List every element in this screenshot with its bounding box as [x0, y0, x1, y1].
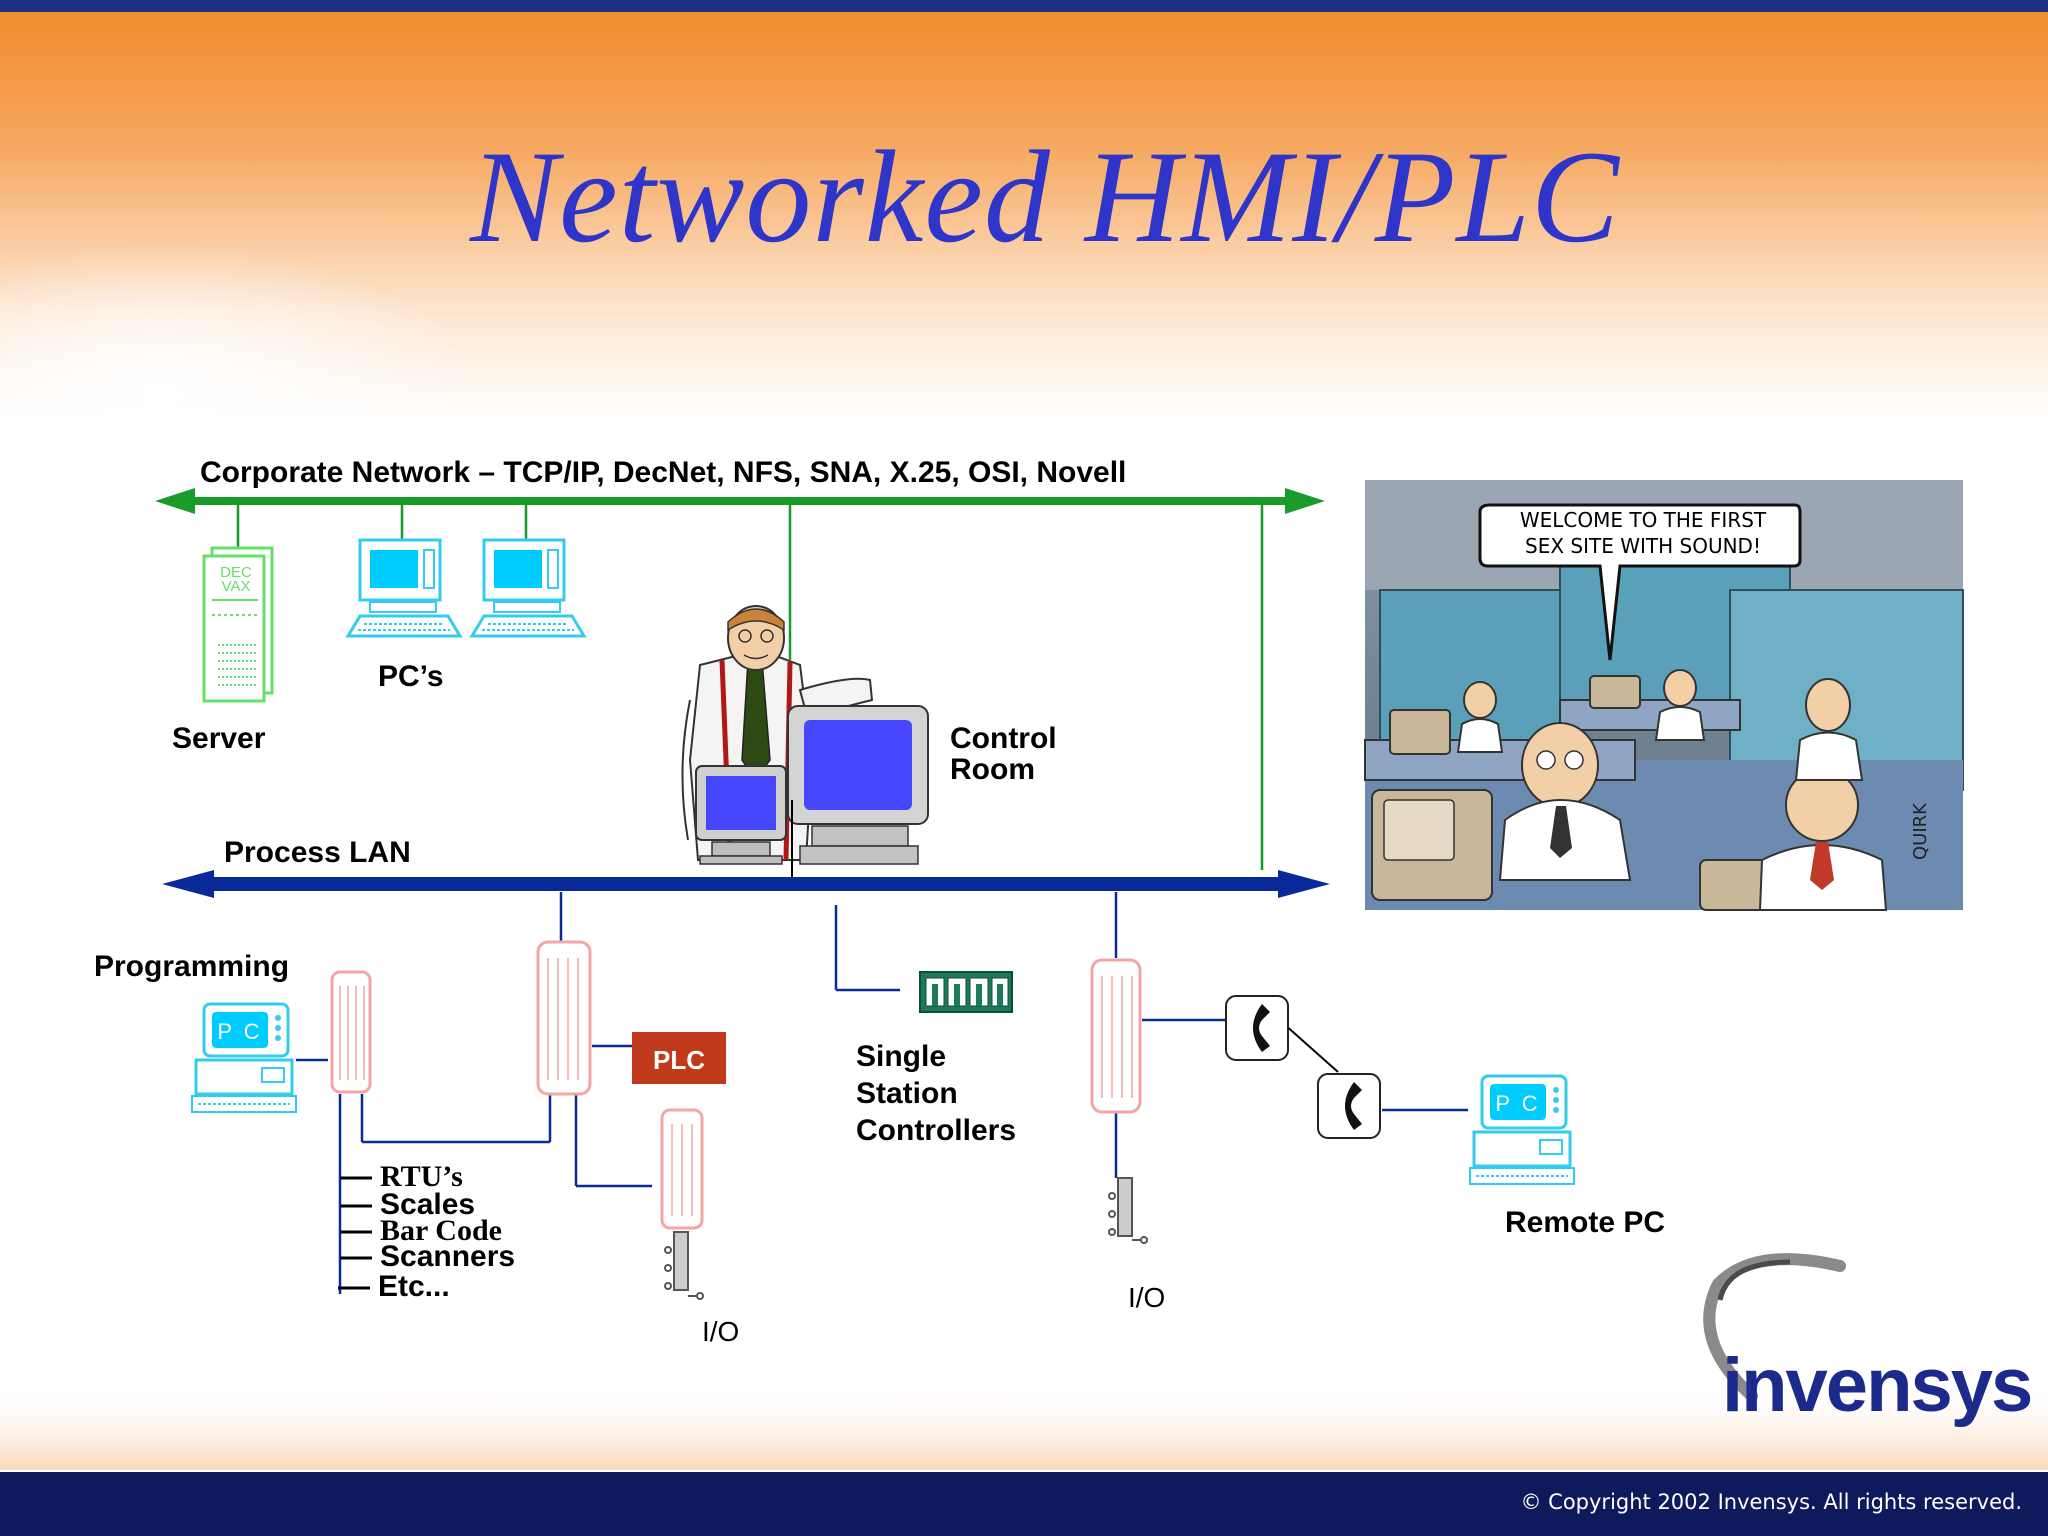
cartoon-speech-line: SEX SITE WITH SOUND!: [1525, 534, 1761, 558]
process-lan-bar: [162, 870, 1330, 898]
corporate-network-label: Corporate Network – TCP/IP, DecNet, NFS,…: [200, 456, 1127, 489]
single-station-label-line: Single: [856, 1040, 947, 1073]
single-station-label-line: Controllers: [856, 1114, 1017, 1147]
plc-label: PLC: [653, 1045, 705, 1075]
invensys-logo: invensys: [1722, 1343, 2033, 1428]
server-label: Server: [172, 722, 266, 755]
footer-bar: [0, 1472, 2048, 1536]
process-lan-label: Process LAN: [224, 836, 411, 869]
remote-pc-icon: [1469, 1074, 1575, 1185]
server-screen-text: DEC VAX: [220, 564, 252, 595]
plc-rack-icon: [1090, 958, 1142, 1114]
copyright-footer: © Copyright 2002 Invensys. All rights re…: [1520, 1490, 2022, 1514]
cartoon-speech-bubble: WELCOME TO THE FIRST SEX SITE WITH SOUND…: [1488, 507, 1798, 559]
remote-pc-screen-text: P C: [1495, 1091, 1541, 1116]
telephone-icon: [1225, 995, 1289, 1061]
pcs-label: PC’s: [378, 660, 444, 693]
programming-pc-icon: [191, 1002, 297, 1113]
programming-label: Programming: [94, 950, 290, 983]
io-label: I/O: [1128, 1282, 1166, 1313]
single-station-controller-icon: [919, 971, 1013, 1013]
cartoon-signature: QUIRK: [1910, 803, 1931, 860]
plc-box: [632, 1032, 726, 1084]
cartoon-speech-line: WELCOME TO THE FIRST: [1519, 508, 1767, 532]
remote-pc-label: Remote PC: [1505, 1206, 1666, 1239]
invensys-logo-icon: [1703, 1253, 1846, 1402]
pc-icon: [469, 538, 587, 638]
device-list-item: Bar Code: [380, 1214, 502, 1247]
plc-rack-icon: [330, 970, 372, 1094]
device-list-item: Scanners: [380, 1240, 516, 1273]
io-module-icon: [1108, 1177, 1148, 1244]
device-list-item: Scales: [380, 1188, 476, 1221]
io-label: I/O: [702, 1316, 740, 1347]
pc-icon: [345, 538, 463, 638]
plc-rack-icon: [536, 940, 592, 1096]
corporate-network-bar: [155, 488, 1325, 514]
device-list-item: Etc...: [378, 1270, 450, 1303]
slide-title: Networked HMI/PLC: [470, 123, 1620, 270]
control-room-label-line: Control: [950, 722, 1057, 755]
io-module-icon: [664, 1231, 704, 1300]
telephone-icon: [1317, 1073, 1381, 1139]
control-room-label: Control Room: [950, 722, 1057, 786]
programming-pc-screen-text: P C: [217, 1019, 263, 1044]
cartoon-panel: [1364, 480, 1964, 911]
server-icon: [202, 546, 274, 703]
plc-rack-icon: [660, 1108, 704, 1230]
single-station-label: Single Station Controllers: [856, 1038, 1016, 1149]
single-station-label-line: Station: [856, 1077, 958, 1110]
control-room-operator: [681, 605, 929, 865]
control-room-label-line: Room: [950, 752, 1035, 786]
device-list-item: RTU’s: [380, 1160, 463, 1193]
